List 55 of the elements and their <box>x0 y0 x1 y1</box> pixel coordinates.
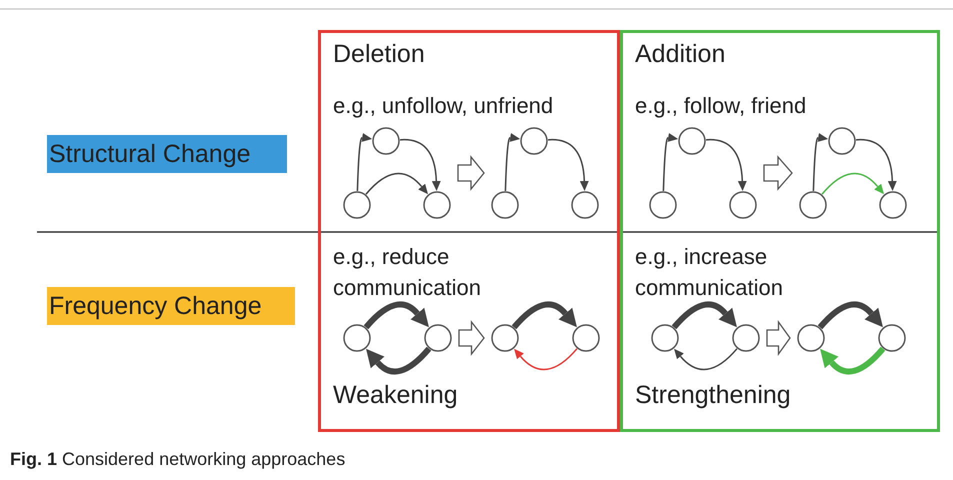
block-arrow <box>458 320 485 356</box>
arrow <box>812 132 827 192</box>
category-panel <box>620 30 940 432</box>
example-text: e.g., unfollow, unfriend <box>333 92 554 120</box>
block-arrow <box>763 155 793 191</box>
panel-heading: Deletion <box>333 39 425 70</box>
node-circle <box>729 191 757 219</box>
arrow <box>674 348 738 370</box>
panel-heading: Strengthening <box>635 380 791 411</box>
node-circle <box>828 127 856 155</box>
node-circle <box>520 127 548 155</box>
block-arrow <box>766 320 791 356</box>
node-circle <box>423 191 451 219</box>
node-circle <box>649 191 677 219</box>
arrow <box>512 302 578 330</box>
node-circle <box>572 324 600 352</box>
arrow <box>662 132 677 192</box>
node-circle <box>343 324 371 352</box>
arrow <box>400 139 441 191</box>
category-panel <box>318 30 620 432</box>
arrow <box>706 139 747 191</box>
arrow <box>356 132 371 192</box>
panel-heading: Weakening <box>333 380 458 411</box>
node-circle <box>571 191 599 219</box>
node-circle <box>372 127 400 155</box>
arrow <box>364 302 430 330</box>
node-circle <box>799 191 827 219</box>
example-text: e.g., follow, friend <box>635 92 806 120</box>
node-circle <box>651 324 679 352</box>
row-label: Structural Change <box>47 135 287 173</box>
block-arrow <box>457 155 485 191</box>
node-circle <box>732 324 760 352</box>
arrow <box>365 172 428 195</box>
arrow <box>504 132 519 192</box>
node-circle <box>797 324 825 352</box>
example-text: e.g., reduce communication <box>333 243 482 302</box>
example-text: e.g., increase communication <box>635 243 784 302</box>
arrow <box>548 139 589 191</box>
arrow <box>672 302 738 330</box>
node-circle <box>343 191 371 219</box>
arrow <box>818 302 884 330</box>
arrow <box>856 139 897 191</box>
arrow <box>819 346 886 374</box>
row-label: Frequency Change <box>47 287 295 325</box>
node-circle <box>491 324 519 352</box>
arrow <box>821 172 884 195</box>
panel-heading: Addition <box>635 39 726 70</box>
arrow <box>514 348 578 370</box>
figure-caption: Fig. 1 Considered networking approaches <box>10 449 346 470</box>
node-circle <box>879 191 907 219</box>
node-circle <box>678 127 706 155</box>
node-circle <box>491 191 519 219</box>
arrow <box>365 346 432 374</box>
node-circle <box>878 324 906 352</box>
node-circle <box>424 324 452 352</box>
